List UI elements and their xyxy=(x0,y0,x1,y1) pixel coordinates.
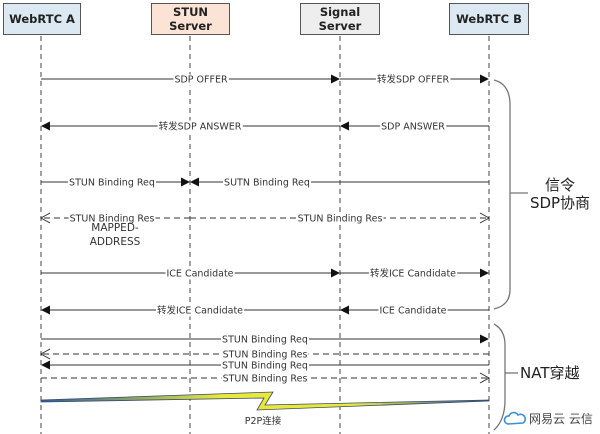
actor-stun-server: STUN Server xyxy=(151,3,230,35)
message-label: STUN Binding Req xyxy=(69,178,155,189)
message-label-bg xyxy=(380,121,447,133)
message-label: 转发ICE Candidate xyxy=(370,268,456,280)
message-label: STUN Binding Res xyxy=(298,214,383,225)
message-label: SDP OFFER xyxy=(174,75,228,86)
arrowhead-open xyxy=(39,348,51,360)
arrowhead-filled xyxy=(480,334,489,344)
message-label-bg xyxy=(296,213,384,225)
message-label-bg xyxy=(375,73,451,86)
message-label: 转发SDP OFFER xyxy=(377,74,450,86)
arrowhead-filled xyxy=(340,305,349,315)
actor-signal-server: Signal Server xyxy=(300,3,380,35)
p2p-label: P2P连接 xyxy=(245,415,282,427)
message-label-bg xyxy=(378,305,448,317)
message-label: STUN Binding Req xyxy=(222,361,308,372)
message-label: SDP ANSWER xyxy=(381,122,445,133)
arrowhead-filled xyxy=(41,305,50,315)
message-label: ICE Candidate xyxy=(379,306,446,317)
message-label-bg xyxy=(165,268,235,280)
cloud-icon xyxy=(503,411,527,425)
message-label: 转发ICE Candidate xyxy=(157,305,243,317)
p2p-lightning xyxy=(40,391,490,411)
arrowhead-filled xyxy=(480,268,489,278)
arrowhead-filled xyxy=(41,360,50,370)
bracket-signaling xyxy=(493,79,511,310)
message-label: STUN Binding Res xyxy=(223,374,308,385)
message-label: ICE Candidate xyxy=(166,269,233,280)
message-label-bg xyxy=(221,334,309,346)
message-label-bg xyxy=(223,177,311,189)
message-label-bg xyxy=(173,74,229,86)
arrowhead-filled xyxy=(181,177,190,187)
message-label: STUN Binding Res xyxy=(70,214,155,225)
message-label-bg xyxy=(155,304,245,317)
actor-webrtc-a: WebRTC A xyxy=(3,3,81,35)
watermark-text: 网易云 云信 xyxy=(529,412,593,426)
watermark: 网易云 云信 xyxy=(503,410,593,427)
arrowhead-filled xyxy=(190,177,199,187)
message-label: SUTN Binding Req xyxy=(224,178,310,189)
group-label-signaling-2: SDP协商 xyxy=(530,194,590,212)
message-label-bg xyxy=(68,177,156,189)
arrowhead-filled xyxy=(331,74,340,84)
message-label: 转发SDP ANSWER xyxy=(159,121,242,133)
arrowhead-filled xyxy=(331,268,340,278)
message-label-bg xyxy=(221,360,309,372)
message-label: STUN Binding Req xyxy=(222,335,308,346)
arrowhead-open xyxy=(479,212,491,224)
arrowhead-filled xyxy=(340,121,349,131)
arrowhead-open xyxy=(479,372,491,384)
message-label-bg xyxy=(368,267,458,280)
actor-webrtc-b: WebRTC B xyxy=(449,3,529,35)
arrowhead-open xyxy=(39,212,51,224)
message-label-bg xyxy=(68,213,156,225)
arrowhead-filled xyxy=(480,74,489,84)
mapped-address-line1: MAPPED- xyxy=(91,222,139,234)
message-label-bg xyxy=(221,373,309,385)
mapped-address-line2: ADDRESS xyxy=(90,236,141,248)
group-label-nat: NAT穿越 xyxy=(520,364,579,382)
group-label-signaling-1: 信令 xyxy=(545,176,575,194)
arrowhead-filled xyxy=(41,121,50,131)
message-label-bg xyxy=(221,349,309,361)
message-label-bg xyxy=(157,120,243,133)
message-label: STUN Binding Res xyxy=(223,350,308,361)
